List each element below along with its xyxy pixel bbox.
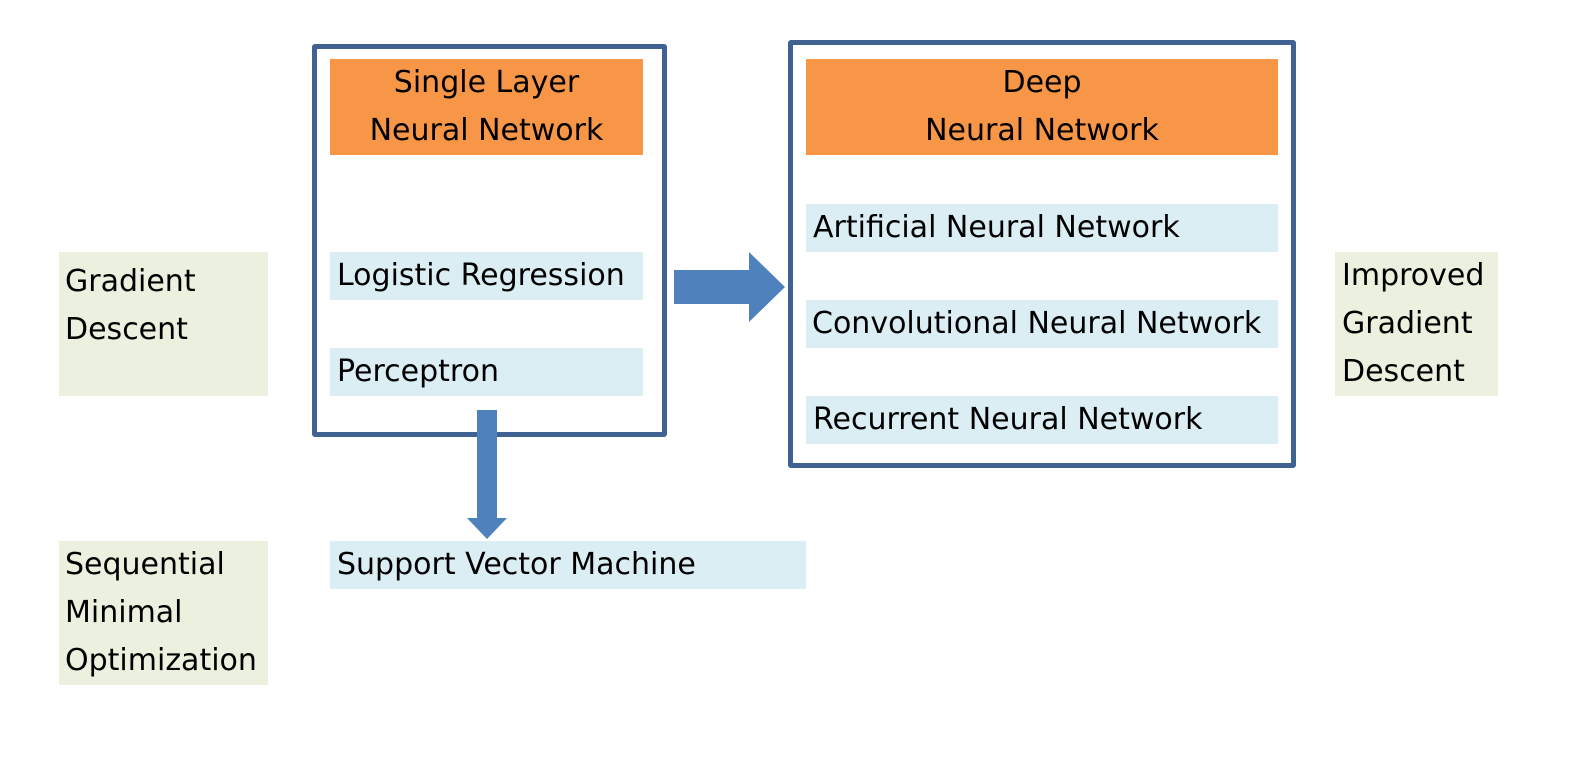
single-layer-title-1: Single Layer	[393, 65, 580, 100]
gradient-descent-line-2: Descent	[65, 312, 188, 347]
deep-title-2: Neural Network	[925, 113, 1159, 148]
rnn-item: Recurrent Neural Network	[806, 396, 1278, 444]
gradient-descent-line-1: Gradient	[65, 264, 196, 299]
perceptron-item: Perceptron	[330, 348, 643, 396]
single-layer-title-2: Neural Network	[369, 113, 604, 148]
cnn-item: Convolutional Neural Network	[806, 300, 1278, 348]
logistic-regression-item: Logistic Regression	[330, 252, 643, 300]
deep-header: Deep Neural Network	[806, 59, 1278, 155]
svm-item: Support Vector Machine	[330, 541, 806, 589]
improved-gd-line-3: Descent	[1342, 354, 1465, 389]
smo-label: Sequential Minimal Optimization	[59, 541, 268, 685]
ann-item: Artificial Neural Network	[806, 204, 1278, 252]
deep-frame	[788, 40, 1296, 468]
improved-gradient-descent-label: Improved Gradient Descent	[1335, 252, 1498, 396]
smo-line-2: Minimal	[65, 595, 183, 630]
smo-line-3: Optimization	[65, 643, 257, 678]
smo-line-1: Sequential	[65, 547, 225, 582]
improved-gd-line-2: Gradient	[1342, 306, 1473, 341]
deep-title-1: Deep	[1002, 65, 1082, 100]
gradient-descent-label: Gradient Descent	[59, 252, 268, 396]
single-layer-header: Single Layer Neural Network	[330, 59, 643, 155]
improved-gd-line-1: Improved	[1342, 258, 1485, 293]
right-arrow-icon	[674, 252, 785, 322]
down-arrow-icon	[467, 410, 507, 539]
